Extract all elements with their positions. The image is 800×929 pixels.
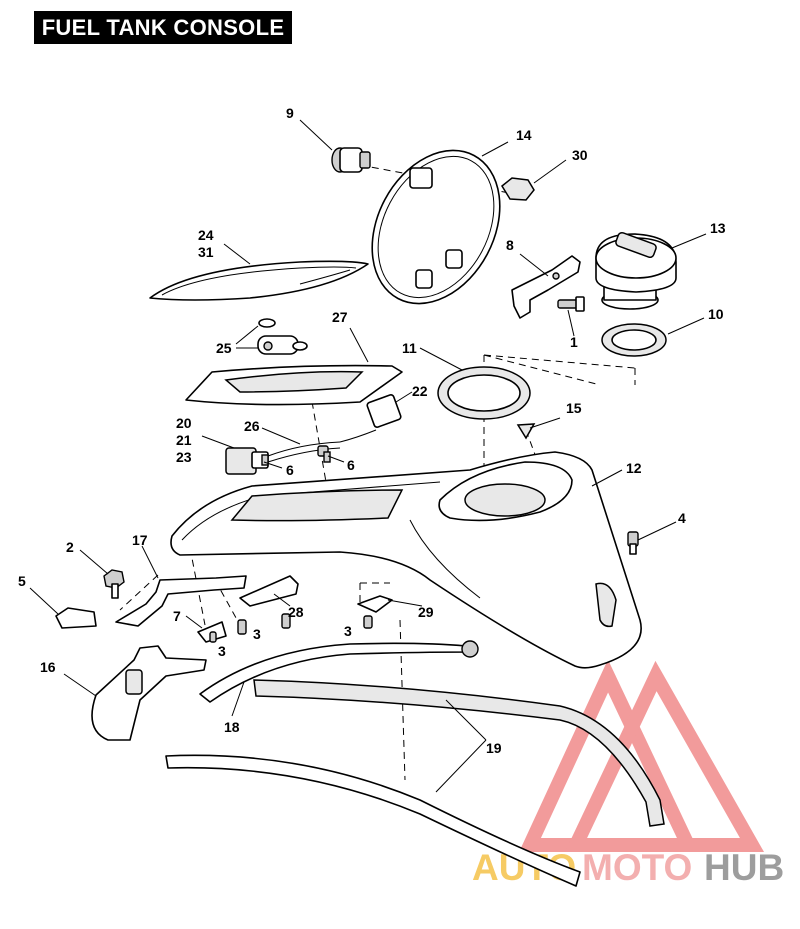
part-14-mounting-plate xyxy=(371,149,501,305)
part-3-screws xyxy=(209,613,373,643)
callout-3-b: 3 xyxy=(253,626,261,642)
callout-4: 4 xyxy=(678,510,686,526)
callout-7: 7 xyxy=(173,608,181,624)
part-30-nut xyxy=(501,177,535,201)
callout-31: 31 xyxy=(198,244,214,260)
part-13-fuel-cap xyxy=(595,231,677,310)
part-11-gasket xyxy=(437,366,531,420)
watermark-triangle-2 xyxy=(564,660,765,852)
part-22-connector xyxy=(339,394,402,443)
part-19-edge-trim xyxy=(165,679,665,887)
callout-27: 27 xyxy=(332,309,348,325)
callout-17: 17 xyxy=(132,532,148,548)
callout-10: 10 xyxy=(708,306,724,322)
part-15-plug xyxy=(516,423,536,440)
callout-3-c: 3 xyxy=(344,623,352,639)
part-28-bracket xyxy=(239,575,299,607)
part-24-console-trim xyxy=(149,260,369,301)
callout-29: 29 xyxy=(418,604,434,620)
callout-30: 30 xyxy=(572,147,588,163)
part-1-screw xyxy=(557,296,585,312)
callout-20: 20 xyxy=(176,415,192,431)
callout-12: 12 xyxy=(626,460,642,476)
part-9-plug xyxy=(331,147,371,173)
callout-5: 5 xyxy=(18,573,26,589)
page-title: FUEL TANK CONSOLE xyxy=(34,11,292,44)
part-2-bolt xyxy=(103,569,125,599)
callout-6-a: 6 xyxy=(286,462,294,478)
callout-2: 2 xyxy=(66,539,74,555)
watermark-moto: MOTO xyxy=(582,847,692,888)
callout-23: 23 xyxy=(176,449,192,465)
leader-lines xyxy=(29,119,707,793)
part-8-bracket xyxy=(511,255,581,319)
watermark-hub: HUB xyxy=(704,847,784,888)
callout-15: 15 xyxy=(566,400,582,416)
callout-8: 8 xyxy=(506,237,514,253)
callout-1: 1 xyxy=(570,334,578,350)
part-6-clip-a xyxy=(261,454,269,466)
part-12-console xyxy=(170,451,642,669)
part-17-bracket xyxy=(115,575,247,627)
part-10-oring xyxy=(601,323,667,357)
callout-28: 28 xyxy=(288,604,304,620)
callout-26: 26 xyxy=(244,418,260,434)
part-27-bezel xyxy=(185,364,403,406)
callout-9: 9 xyxy=(286,105,294,121)
watermark-logo: AUTO MOTO HUB xyxy=(472,659,784,888)
part-18-hose xyxy=(199,640,479,703)
callout-13: 13 xyxy=(710,220,726,236)
part-5-clip xyxy=(55,607,97,629)
callout-22: 22 xyxy=(412,383,428,399)
callout-14: 14 xyxy=(516,127,532,143)
callout-labels: 1 2 3 3 3 3 4 5 6 6 7 8 9 10 11 12 13 14… xyxy=(18,105,726,756)
part-20-harness xyxy=(225,441,341,475)
callout-25: 25 xyxy=(216,340,232,356)
callout-6-b: 6 xyxy=(347,457,355,473)
callout-11: 11 xyxy=(402,340,417,356)
callout-18: 18 xyxy=(224,719,240,735)
part-4-screw xyxy=(627,531,639,555)
callout-24: 24 xyxy=(198,227,214,243)
callout-16: 16 xyxy=(40,659,56,675)
callout-21: 21 xyxy=(176,432,192,448)
part-25-hinge xyxy=(257,318,308,355)
part-29-clip xyxy=(357,595,393,613)
part-16-support xyxy=(91,645,207,741)
part-6-clip-b xyxy=(323,451,331,463)
callout-3-a: 3 xyxy=(218,643,226,659)
callout-19: 19 xyxy=(486,740,502,756)
